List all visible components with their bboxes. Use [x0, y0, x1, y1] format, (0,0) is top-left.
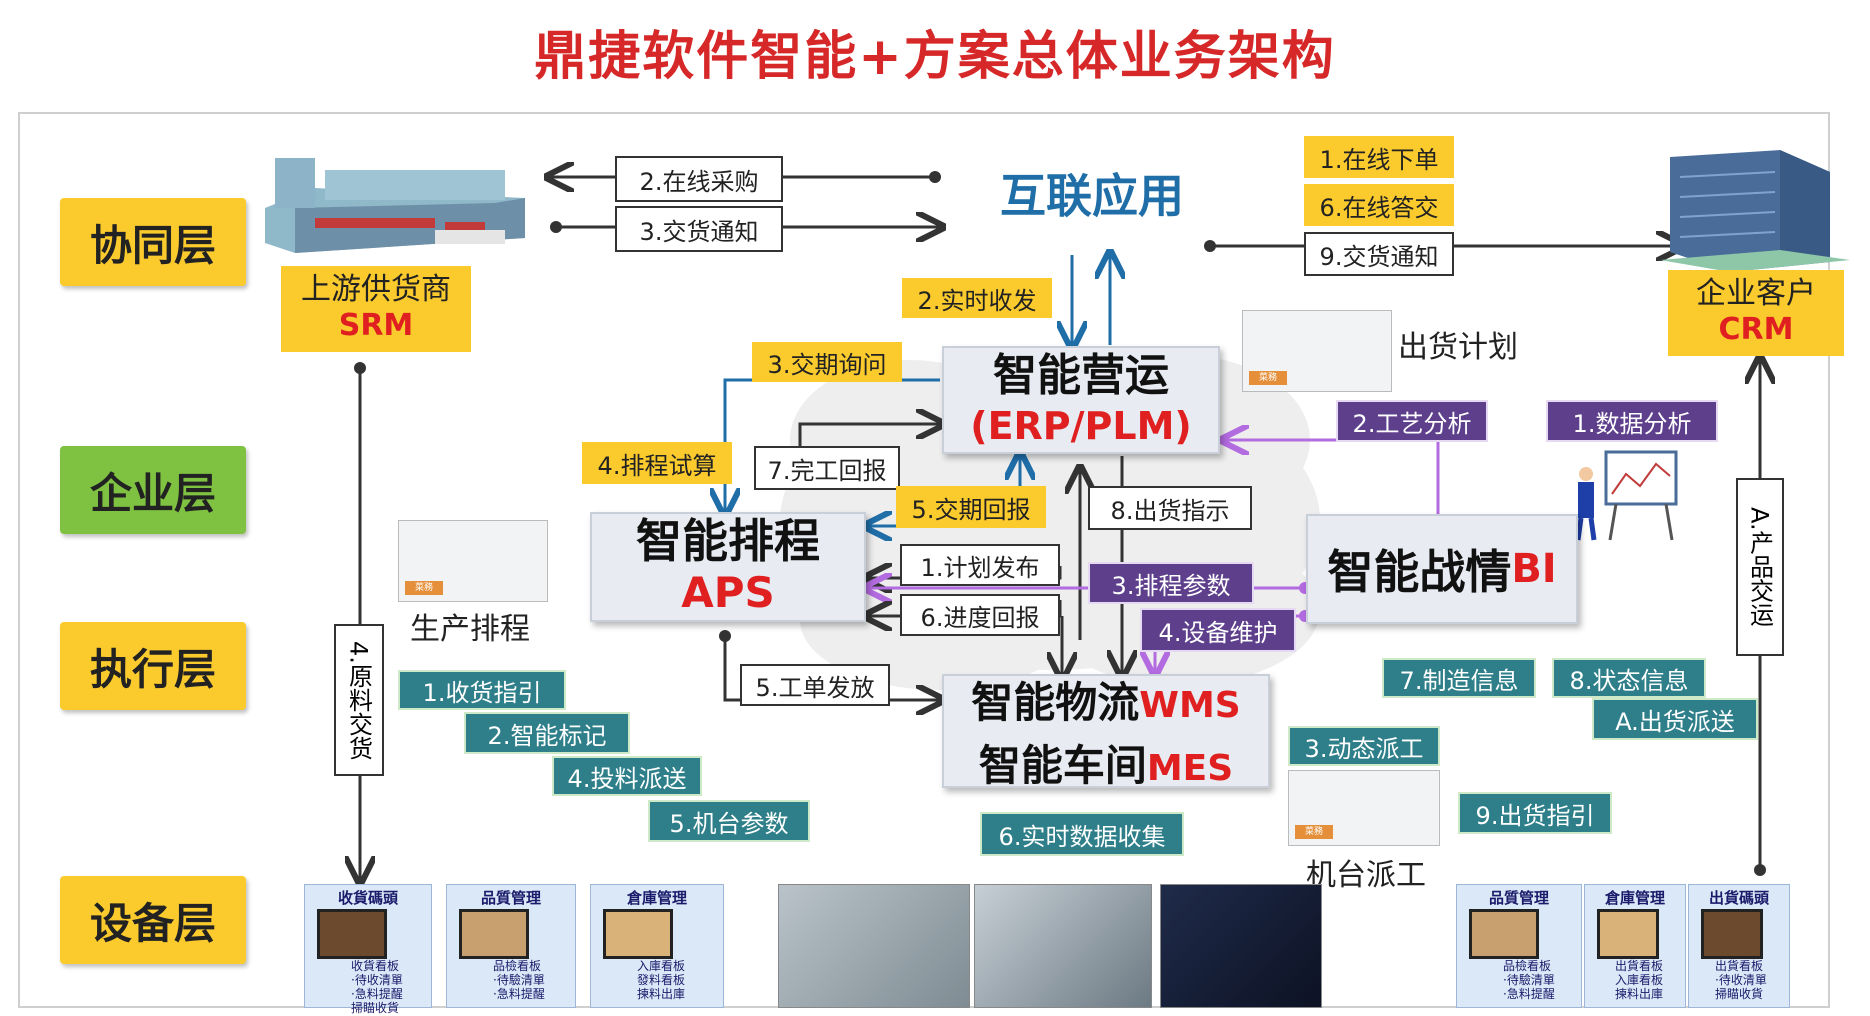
aps-system: APS: [681, 568, 775, 617]
customer-box: 企业客户 CRM: [1668, 270, 1844, 356]
layer-execution: 执行层: [60, 622, 246, 710]
bi-name: 智能战情: [1327, 545, 1512, 599]
mes-system: MES: [1146, 748, 1234, 789]
label-process-analysis: 2.工艺分析: [1336, 400, 1488, 442]
production-schedule-thumbnail: 菜務: [398, 520, 548, 602]
supplier-box: 上游供货商 SRM: [281, 266, 471, 352]
machine-dispatch-thumbnail: 菜務: [1288, 770, 1440, 846]
factory-floor-photo-1: [778, 884, 970, 1008]
label-shipping-dispatch: A.出货派送: [1592, 698, 1758, 740]
board-quality-left: 品質管理品檢看板 ·待驗清單 ·急料提醒: [446, 884, 576, 1008]
label-schedule-trial: 4.排程试算: [582, 442, 732, 484]
wms-name: 智能物流: [971, 678, 1140, 727]
label-online-purchase: 2.在线采购: [615, 156, 783, 202]
factory-icon: [265, 158, 525, 253]
factory-floor-photo-2: [974, 884, 1152, 1008]
wms-mes-node: 智能物流WMS 智能车间MES: [942, 674, 1270, 790]
customer-name: 企业客户: [1696, 276, 1816, 311]
label-shipping-instruction: 8.出货指示: [1088, 486, 1252, 530]
layer-equipment: 设备层: [60, 876, 246, 964]
office-building-icon: [1660, 150, 1850, 272]
supplier-name: 上游供货商: [301, 272, 451, 307]
erp-system: (ERP/PLM): [970, 404, 1192, 448]
label-feeding-dispatch: 4.投料派送: [552, 756, 702, 796]
wms-system: WMS: [1139, 685, 1241, 726]
bi-system: BI: [1511, 546, 1557, 592]
aps-node: 智能排程 APS: [590, 512, 866, 622]
board-warehouse-left: 倉庫管理入庫看板 發料看板 揀料出庫: [590, 884, 724, 1008]
aps-name: 智能排程: [636, 514, 820, 568]
label-plan-release: 1.计划发布: [900, 544, 1060, 586]
caption-shipping-plan: 出货计划: [1398, 330, 1518, 365]
label-schedule-params: 3.排程参数: [1088, 562, 1254, 604]
label-status-info: 8.状态信息: [1552, 658, 1706, 698]
factory-floor-photo-3: [1160, 884, 1322, 1008]
label-receiving-guide: 1.收货指引: [398, 670, 566, 710]
board-shipping-dock: 出貨碼頭出貨看板 ·待收清單 掃瞄收貨: [1688, 884, 1790, 1008]
label-material-delivery: 4.原料交货: [334, 624, 384, 776]
label-data-analysis: 1.数据分析: [1546, 400, 1718, 442]
label-realtime-data-collection: 6.实时数据收集: [980, 812, 1184, 856]
customer-system: CRM: [1718, 312, 1794, 347]
label-dynamic-dispatch: 3.动态派工: [1288, 726, 1440, 766]
board-quality-right: 品質管理品檢看板 ·待驗清單 ·急料提醒: [1456, 884, 1582, 1008]
page-title: 鼎捷软件智能+方案总体业务架构: [534, 27, 1336, 87]
label-realtime-receive: 2.实时收发: [902, 278, 1052, 318]
mes-name: 智能车间: [978, 741, 1147, 790]
label-delivery-notice-supplier: 3.交货通知: [615, 206, 783, 252]
label-delivery-reply: 5.交期回报: [896, 486, 1046, 528]
layer-enterprise: 企业层: [60, 446, 246, 534]
analyst-icon: [1575, 450, 1678, 541]
label-work-order-release: 5.工单发放: [740, 664, 890, 706]
label-product-delivery: A.产品交运: [1736, 478, 1784, 656]
label-completion-report: 7.完工回报: [754, 446, 900, 490]
supplier-system: SRM: [338, 308, 414, 343]
label-smart-marking: 2.智能标记: [464, 712, 630, 754]
caption-production-schedule: 生产排程: [410, 612, 530, 647]
label-delivery-notice-customer: 9.交货通知: [1304, 232, 1454, 276]
label-machine-params: 5.机台参数: [648, 800, 810, 842]
caption-machine-dispatch: 机台派工: [1306, 858, 1426, 893]
label-delivery-inquiry: 3.交期询问: [752, 342, 902, 382]
board-warehouse-right: 倉庫管理出貨看板 入庫看板 揀料出庫: [1584, 884, 1686, 1008]
layer-collaboration: 协同层: [60, 198, 246, 286]
erp-name: 智能营运: [993, 350, 1169, 401]
label-shipping-guide: 9.出货指引: [1458, 792, 1612, 834]
label-online-order: 1.在线下单: [1304, 136, 1454, 178]
label-progress-report: 6.进度回报: [900, 594, 1060, 636]
label-equipment-maintenance: 4.设备维护: [1140, 608, 1296, 652]
board-receiving-dock: 收貨碼頭收貨看板 ·待收清單 ·急料提醒 掃瞄收貨: [304, 884, 432, 1015]
shipping-plan-thumbnail: 菜務: [1242, 310, 1392, 392]
label-online-reply: 6.在线答交: [1304, 184, 1454, 226]
label-manufacturing-info: 7.制造信息: [1382, 658, 1536, 698]
internet-app-title: 互联应用: [1000, 169, 1184, 223]
erp-node: 智能营运 (ERP/PLM): [942, 346, 1220, 454]
